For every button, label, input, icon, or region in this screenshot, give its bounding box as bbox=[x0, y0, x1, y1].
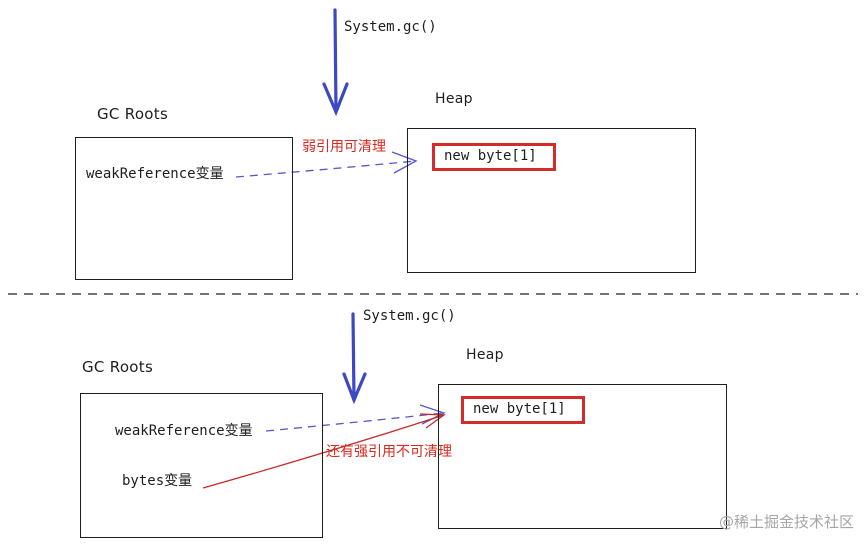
top-edge-label: 弱引用可清理 bbox=[302, 139, 386, 155]
bottom-heap-object-box: new byte[1] bbox=[461, 396, 585, 424]
bottom-strong-reference-edge bbox=[202, 413, 446, 489]
bottom-heap-object-label: new byte[1] bbox=[473, 401, 566, 417]
bottom-gc-roots-box bbox=[80, 393, 323, 538]
bottom-gc-arrow-icon bbox=[342, 312, 367, 405]
top-gc-arrow-icon bbox=[322, 8, 349, 117]
top-heap-box bbox=[407, 128, 696, 273]
top-weak-reference-variable: weakReference变量 bbox=[86, 166, 224, 182]
top-gc-roots-box bbox=[75, 137, 293, 280]
bottom-edge-label: 还有强引用不可清理 bbox=[326, 444, 452, 460]
top-heap-object-label: new byte[1] bbox=[444, 148, 537, 164]
top-weak-reference-edge bbox=[235, 151, 418, 178]
bottom-gc-call-label: System.gc() bbox=[363, 308, 456, 324]
top-gc-call-label: System.gc() bbox=[344, 19, 437, 35]
watermark-text: @稀土掘金技术社区 bbox=[718, 513, 854, 531]
bottom-heap-title: Heap bbox=[466, 347, 504, 363]
bottom-bytes-variable: bytes变量 bbox=[122, 473, 193, 489]
bottom-gc-roots-title: GC Roots bbox=[82, 358, 154, 376]
top-heap-object-box: new byte[1] bbox=[432, 143, 556, 171]
bottom-weak-reference-variable: weakReference变量 bbox=[115, 423, 253, 439]
top-heap-title: Heap bbox=[435, 91, 473, 107]
bottom-heap-box bbox=[438, 384, 727, 529]
top-gc-roots-title: GC Roots bbox=[97, 105, 169, 123]
